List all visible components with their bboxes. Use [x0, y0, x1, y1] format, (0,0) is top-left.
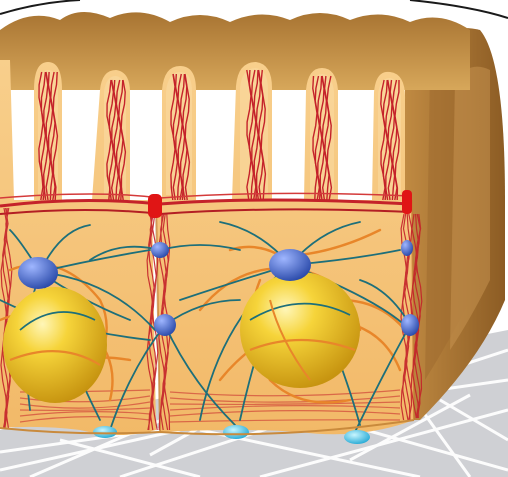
nucleus-left: [3, 287, 107, 403]
nucleus-middle: [240, 272, 360, 388]
centrosome-left: [18, 257, 58, 289]
centrosome-middle: [269, 249, 311, 281]
